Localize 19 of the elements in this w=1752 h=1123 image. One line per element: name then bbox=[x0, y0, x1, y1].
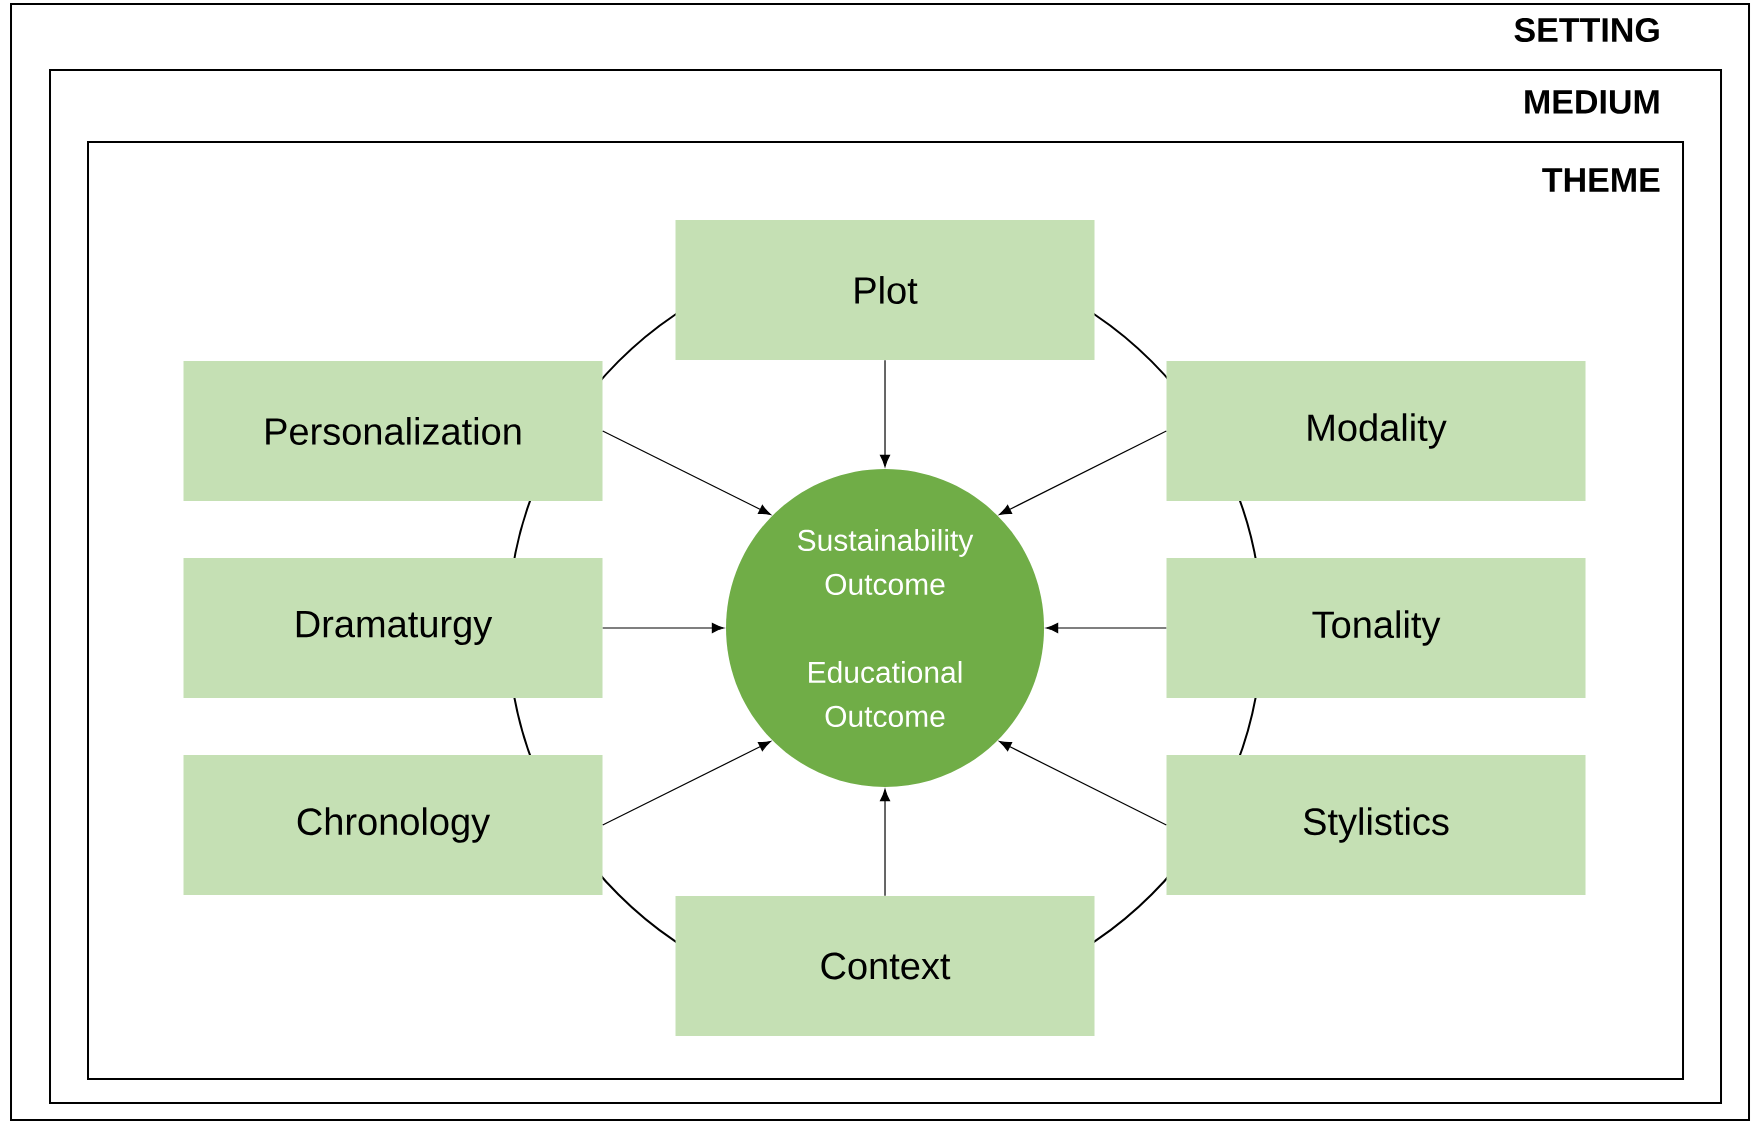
factor-box: Chronology bbox=[183, 755, 603, 895]
arrow bbox=[602, 741, 771, 826]
frame-label: THEME bbox=[1542, 168, 1660, 192]
factor-box: Stylistics bbox=[1166, 755, 1586, 895]
arrow bbox=[999, 430, 1167, 515]
factor-box: Context bbox=[675, 896, 1095, 1036]
arrow bbox=[999, 741, 1167, 826]
factor-box: Personalization bbox=[183, 361, 603, 501]
frame-label: MEDIUM bbox=[1525, 90, 1659, 114]
arrow bbox=[880, 788, 891, 897]
arrow bbox=[1046, 622, 1167, 634]
arrow bbox=[602, 430, 771, 515]
arrow bbox=[880, 359, 891, 468]
arrow bbox=[602, 622, 725, 634]
frame-label: SETTING bbox=[1514, 17, 1659, 43]
factor-box: Modality bbox=[1166, 361, 1586, 501]
factor-box: Tonality bbox=[1166, 558, 1586, 698]
factor-box: Plot bbox=[675, 220, 1095, 360]
factor-box: Dramaturgy bbox=[183, 558, 603, 698]
